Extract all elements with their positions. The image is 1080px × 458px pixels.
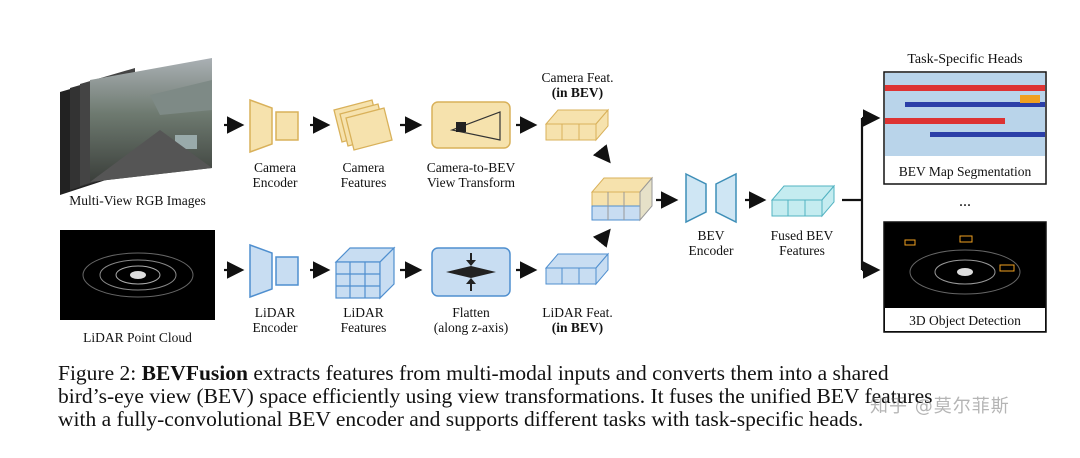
label-fused-bev-line1: Fused BEV bbox=[770, 228, 834, 243]
label-flatten: Flatten (along z-axis) bbox=[418, 305, 524, 335]
caption-line3: with a fully-convolutional BEV encoder a… bbox=[58, 407, 864, 431]
lidar-features-shape bbox=[334, 246, 396, 300]
label-lidar-encoder-line1: LiDAR bbox=[254, 305, 296, 320]
label-fused-bev-line2: Features bbox=[779, 243, 825, 258]
caption-line1: extracts features from multi-modal input… bbox=[247, 361, 889, 385]
label-multi-view-images: Multi-View RGB Images bbox=[69, 193, 206, 208]
label-camera-feat-bev-line2: (in BEV) bbox=[551, 85, 604, 100]
concatenated-bev-features bbox=[590, 176, 654, 222]
label-lidar-feat-bev: LiDAR Feat. (in BEV) bbox=[535, 305, 620, 335]
label-flatten-line1: Flatten bbox=[452, 305, 490, 320]
caption-prefix: Figure 2: bbox=[58, 361, 142, 385]
label-bev-encoder: BEV Encoder bbox=[676, 228, 746, 258]
bev-encoder-shape bbox=[685, 172, 737, 224]
label-lidar-feat-bev-line2: (in BEV) bbox=[551, 320, 604, 335]
label-camera-encoder: Camera Encoder bbox=[240, 160, 310, 190]
watermark: 知乎 @莫尔菲斯 bbox=[870, 396, 1010, 417]
caption-line2: bird’s-eye view (BEV) space efficiently … bbox=[58, 384, 933, 408]
label-camera-encoder-line1: Camera bbox=[254, 160, 296, 175]
label-bev-encoder-line1: BEV bbox=[697, 228, 725, 243]
label-camera-features-line2: Features bbox=[340, 175, 387, 190]
lidar-encoder-shape bbox=[249, 243, 299, 299]
label-lidar-features-line2: Features bbox=[340, 320, 387, 335]
label-lidar-encoder: LiDAR Encoder bbox=[240, 305, 310, 335]
label-lidar-feat-bev-line1: LiDAR Feat. bbox=[542, 305, 613, 320]
camera-encoder-shape bbox=[249, 98, 299, 154]
label-camera-feat-bev-line1: Camera Feat. bbox=[541, 70, 614, 85]
label-heads-ellipsis: ... bbox=[959, 193, 971, 210]
label-flatten-line2: (along z-axis) bbox=[433, 320, 509, 335]
label-lidar-features-line1: LiDAR bbox=[343, 305, 384, 320]
camera-to-bev-box bbox=[431, 101, 511, 149]
camera-features-shape bbox=[333, 99, 393, 151]
label-bev-map-seg: BEV Map Segmentation bbox=[898, 164, 1032, 179]
label-camera-to-bev: Camera-to-BEV View Transform bbox=[418, 160, 524, 190]
camera-bev-feature-grid bbox=[544, 108, 610, 142]
label-camera-features-line1: Camera bbox=[342, 160, 385, 175]
pipeline-arrows bbox=[224, 109, 881, 279]
lidar-point-cloud-image bbox=[60, 230, 215, 320]
label-camera-to-bev-line2: View Transform bbox=[426, 175, 516, 190]
label-camera-to-bev-line1: Camera-to-BEV bbox=[426, 160, 516, 175]
multi-view-images bbox=[60, 58, 212, 195]
bev-segmentation-output bbox=[883, 71, 1047, 185]
flatten-box bbox=[431, 247, 511, 297]
label-camera-feat-bev: Camera Feat. (in BEV) bbox=[535, 70, 620, 100]
caption-method-name: BEVFusion bbox=[141, 361, 248, 385]
bevfusion-diagram bbox=[60, 58, 1047, 333]
label-lidar-encoder-line2: Encoder bbox=[252, 320, 298, 335]
lidar-bev-feature-grid bbox=[544, 252, 610, 286]
label-lidar-features: LiDAR Features bbox=[326, 305, 401, 335]
label-lidar-point-cloud: LiDAR Point Cloud bbox=[83, 330, 192, 345]
figure-caption: Figure 2: BEVFusion extracts features fr… bbox=[58, 362, 1058, 431]
3d-detection-output bbox=[883, 221, 1047, 333]
label-bev-encoder-line2: Encoder bbox=[688, 243, 734, 258]
label-camera-encoder-line2: Encoder bbox=[252, 175, 298, 190]
label-task-heads-title: Task-Specific Heads bbox=[907, 52, 1023, 67]
fused-bev-feature-grid bbox=[770, 184, 836, 218]
label-3d-object-detection: 3D Object Detection bbox=[909, 313, 1021, 328]
label-camera-features: Camera Features bbox=[326, 160, 401, 190]
label-fused-bev: Fused BEV Features bbox=[762, 228, 842, 258]
